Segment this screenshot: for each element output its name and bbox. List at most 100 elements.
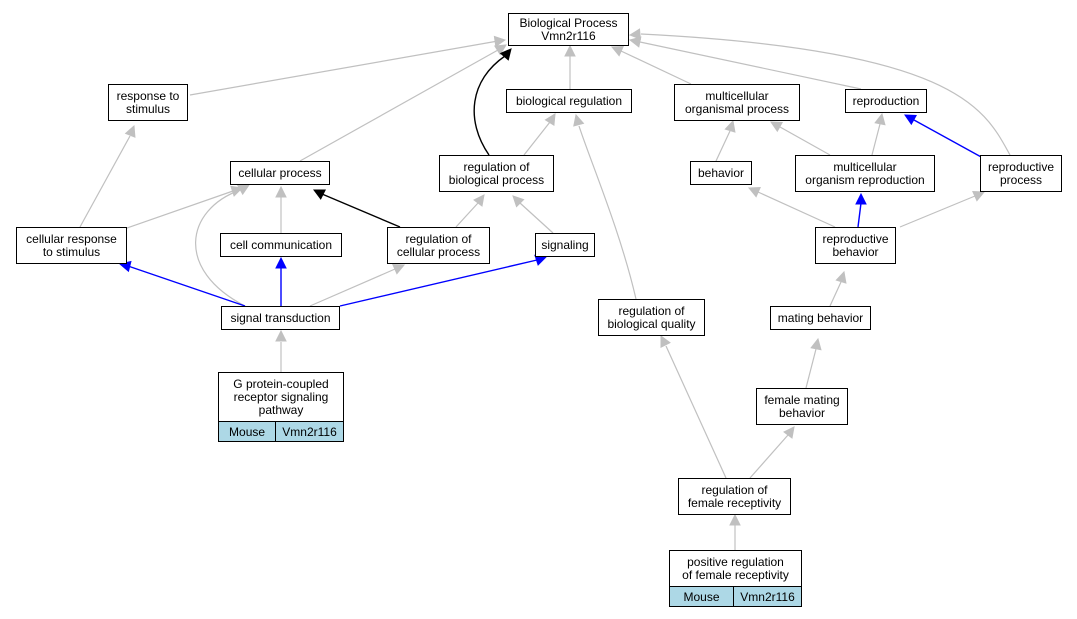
node-regulation-of-biological-quality[interactable]: regulation of biological quality xyxy=(598,299,705,336)
node-mating-behavior[interactable]: mating behavior xyxy=(770,306,871,330)
node-label: regulation of biological quality xyxy=(607,303,696,331)
node-cellular-response-to-stimulus[interactable]: cellular response to stimulus xyxy=(16,227,127,264)
annotation-row-positive-regulation: Mouse Vmn2r116 xyxy=(669,586,802,607)
node-cell-communication[interactable]: cell communication xyxy=(220,233,342,257)
node-biological-process-root[interactable]: Biological Process Vmn2r116 xyxy=(508,13,629,46)
edge-line xyxy=(665,345,727,479)
node-gpcr-signaling-pathway[interactable]: G protein-coupled receptor signaling pat… xyxy=(218,372,344,422)
edge-line xyxy=(195,189,246,307)
edge-line xyxy=(715,130,731,162)
edge-line xyxy=(127,265,246,307)
edge-arrowhead xyxy=(783,426,795,439)
edge-line xyxy=(913,119,984,159)
edge-line xyxy=(309,268,396,307)
edge-line xyxy=(339,259,538,307)
edge-arrowhead xyxy=(237,184,250,196)
edge-line xyxy=(640,33,1011,156)
edge-arrowhead xyxy=(770,121,783,133)
node-regulation-of-cellular-process[interactable]: regulation of cellular process xyxy=(387,227,490,264)
node-label: multicellular organism reproduction xyxy=(805,159,925,187)
node-biological-regulation[interactable]: biological regulation xyxy=(506,89,632,113)
edge-line xyxy=(857,202,862,228)
edge-line xyxy=(473,55,506,156)
node-label: Biological Process Vmn2r116 xyxy=(519,15,618,43)
node-label: behavior xyxy=(697,165,745,180)
edge-line xyxy=(189,40,499,96)
node-female-mating-behavior[interactable]: female mating behavior xyxy=(756,388,848,425)
edge-arrowhead xyxy=(660,335,671,348)
node-label: regulation of cellular process xyxy=(396,231,481,259)
edge-arrowhead xyxy=(313,189,326,200)
edge-arrowhead xyxy=(493,35,507,48)
edge-arrowhead xyxy=(275,185,287,198)
edge-line xyxy=(299,49,499,162)
node-reproductive-process[interactable]: reproductive process xyxy=(980,155,1062,192)
edge-arrowhead xyxy=(512,195,525,208)
node-label: biological regulation xyxy=(515,93,623,108)
node-signal-transduction[interactable]: signal transduction xyxy=(221,306,340,330)
edge-line xyxy=(899,195,976,228)
edge-line xyxy=(639,41,862,90)
node-label: reproduction xyxy=(852,93,920,108)
node-label: mating behavior xyxy=(777,310,864,325)
node-label: G protein-coupled receptor signaling pat… xyxy=(233,376,329,417)
edge-arrowhead xyxy=(835,270,847,284)
node-multicellular-organism-reproduction[interactable]: multicellular organism reproduction xyxy=(795,155,935,192)
edge-line xyxy=(523,121,551,156)
node-regulation-of-biological-process[interactable]: regulation of biological process xyxy=(439,155,554,192)
edge-arrowhead xyxy=(972,190,986,202)
node-label: female mating behavior xyxy=(764,392,840,420)
edge-arrowhead xyxy=(544,113,556,126)
edge-arrowhead xyxy=(724,119,736,133)
annotation-gene: Vmn2r116 xyxy=(276,422,343,441)
node-label: cell communication xyxy=(229,237,333,252)
node-multicellular-organismal-process[interactable]: multicellular organismal process xyxy=(674,84,800,121)
edge-arrowhead xyxy=(874,112,886,126)
edge-line xyxy=(321,193,401,228)
edge-line xyxy=(805,348,817,389)
edge-arrowhead xyxy=(564,44,576,57)
edge-line xyxy=(871,123,881,156)
edge-line xyxy=(620,50,692,85)
node-reproductive-behavior[interactable]: reproductive behavior xyxy=(815,227,896,264)
node-response-to-stimulus[interactable]: response to stimulus xyxy=(108,84,188,121)
edge-arrowhead xyxy=(855,192,867,205)
node-label: signaling xyxy=(541,237,589,252)
node-cellular-process[interactable]: cellular process xyxy=(230,161,330,185)
edge-line xyxy=(829,281,842,307)
edge-arrowhead xyxy=(275,256,287,269)
edge-arrowhead xyxy=(628,28,641,40)
edge-arrowhead xyxy=(810,337,822,351)
edge-line xyxy=(757,191,836,228)
node-label: signal transduction xyxy=(230,310,331,325)
node-label: reproductive process xyxy=(987,159,1055,187)
edge-arrowhead xyxy=(573,113,585,127)
edge-arrowhead xyxy=(729,513,741,526)
node-label: cellular process xyxy=(238,165,322,180)
node-label: regulation of female receptivity xyxy=(687,482,782,510)
node-label: reproductive behavior xyxy=(822,231,889,259)
edge-arrowhead xyxy=(628,36,642,48)
edge-arrowhead xyxy=(499,48,512,61)
edge-line xyxy=(79,135,131,228)
annotation-gene: Vmn2r116 xyxy=(734,587,801,606)
edge-line xyxy=(578,125,637,300)
edge-arrowhead xyxy=(610,45,624,57)
edge-arrowhead xyxy=(275,329,287,342)
node-signaling[interactable]: signaling xyxy=(535,233,595,257)
edge-arrowhead xyxy=(494,44,507,56)
node-reproduction[interactable]: reproduction xyxy=(845,89,927,113)
node-positive-regulation-of-female-receptivity[interactable]: positive regulation of female receptivit… xyxy=(669,550,802,587)
edge-line xyxy=(749,434,789,479)
edge-arrowhead xyxy=(904,114,917,126)
edge-arrowhead xyxy=(473,194,485,207)
node-behavior[interactable]: behavior xyxy=(690,161,752,185)
node-label: positive regulation of female receptivit… xyxy=(682,554,789,582)
edge-line xyxy=(123,190,234,230)
node-regulation-of-female-receptivity[interactable]: regulation of female receptivity xyxy=(678,478,791,515)
edge-line xyxy=(455,202,479,228)
annotation-species: Mouse xyxy=(219,422,277,441)
node-label: regulation of biological process xyxy=(448,159,545,187)
edge-arrowhead xyxy=(124,124,136,138)
edge-line xyxy=(519,202,554,234)
